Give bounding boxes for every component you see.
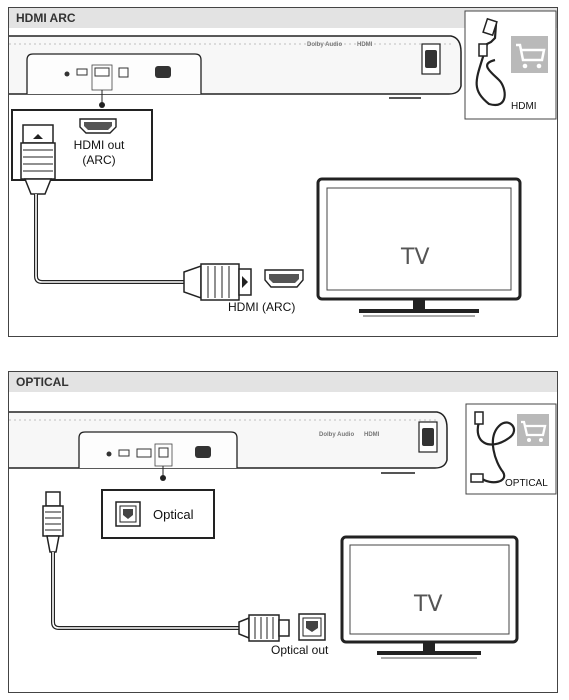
panel-title: OPTICAL [16,375,69,389]
brand-text: HDMI [357,42,373,48]
hdmi-port-icon [264,269,304,288]
brand-text: Dolby Audio [307,42,343,48]
panel-title-bar: OPTICAL [9,372,557,392]
hdmi-port-icon [79,118,117,134]
hdmi-arc-panel: HDMI ARC [8,7,558,337]
optical-out-label: Optical out [271,643,329,657]
optical-port-label: Optical [153,507,194,522]
hdmi-arc-label: (ARC) [82,153,116,167]
accessory-label: HDMI [511,101,537,112]
hdmi-plug-icon [183,263,252,301]
optical-port-icon [115,501,141,527]
optical-connection-diagram [9,403,557,659]
brand-text: Dolby Audio [319,432,355,438]
optical-panel: OPTICAL [8,371,558,693]
soundbar-icon [9,411,448,474]
tv-icon [340,535,519,659]
hdmi-plug-icon [20,124,56,195]
optical-plug-icon [238,614,290,642]
tv-icon [316,177,522,317]
optical-cable-accessory [465,403,557,495]
panel-title-bar: HDMI ARC [9,8,557,28]
brand-text: HDMI [364,432,380,438]
accessory-label: OPTICAL [505,478,548,489]
hdmi-out-label: HDMI out [73,138,125,152]
optical-port-icon [298,613,326,641]
soundbar-icon [9,35,462,99]
hdmi-connection-diagram [9,10,557,317]
tv-label: TV [401,245,430,270]
hdmi-cable-accessory [464,10,557,120]
tv-label: TV [414,592,443,617]
panel-title: HDMI ARC [16,11,76,25]
tv-hdmi-arc-label: HDMI (ARC) [228,300,296,314]
optical-plug-icon [42,491,64,553]
